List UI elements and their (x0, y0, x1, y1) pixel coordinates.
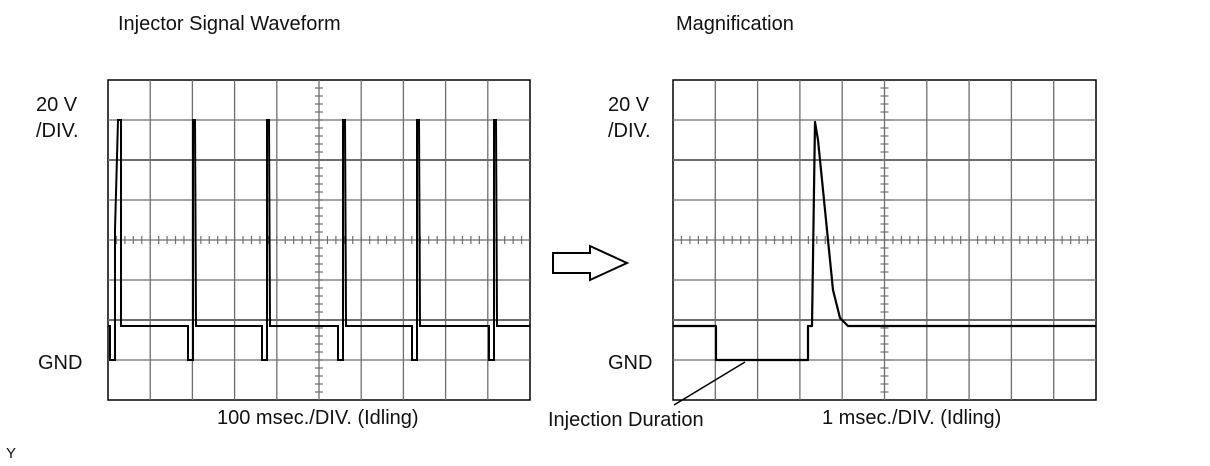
injection-duration-label: Injection Duration (548, 409, 704, 431)
left-signal-trace (108, 119, 530, 361)
right-scale-value: 20 V (608, 94, 650, 116)
left-time-base: 100 msec./DIV. (Idling) (217, 407, 419, 429)
left-panel-title: Injector Signal Waveform (118, 13, 341, 35)
left-oscilloscope-screen (107, 79, 531, 401)
injection-duration-leader (673, 361, 746, 406)
right-scale-unit: /DIV. (608, 120, 651, 142)
right-gnd-label: GND (608, 352, 653, 374)
left-scale-value: 20 V (36, 94, 78, 116)
right-oscilloscope-screen (672, 79, 1097, 401)
left-scale-unit: /DIV. (36, 120, 79, 142)
right-signal-trace (673, 120, 1096, 362)
right-time-base: 1 msec./DIV. (Idling) (822, 407, 1002, 429)
right-panel-title: Magnification (676, 13, 794, 35)
right-arrow-icon (552, 244, 630, 282)
left-gnd-label: GND (38, 352, 83, 374)
figure-code: Y (6, 445, 17, 462)
